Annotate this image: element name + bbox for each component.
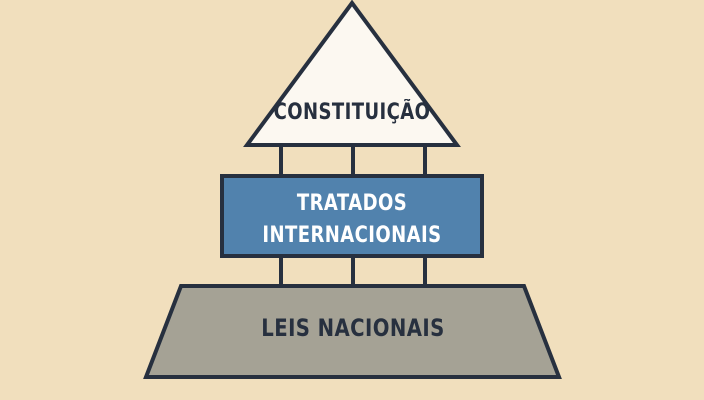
treaties-label-line1: TRATADOS: [296, 191, 408, 216]
constitution-triangle: [243, 0, 461, 147]
lower-connectors: [279, 256, 427, 286]
national-laws-trapezoid: [143, 284, 562, 379]
constitution-label: CONSTITUIÇÃO: [273, 100, 431, 125]
national-laws-label: LEIS NACIONAIS: [261, 314, 445, 342]
treaties-label-line2: INTERNACIONAIS: [262, 223, 442, 248]
treaties-label: TRATADOS INTERNACIONAIS: [245, 188, 460, 252]
treaties-box: [220, 174, 484, 258]
upper-connectors: [279, 145, 427, 176]
